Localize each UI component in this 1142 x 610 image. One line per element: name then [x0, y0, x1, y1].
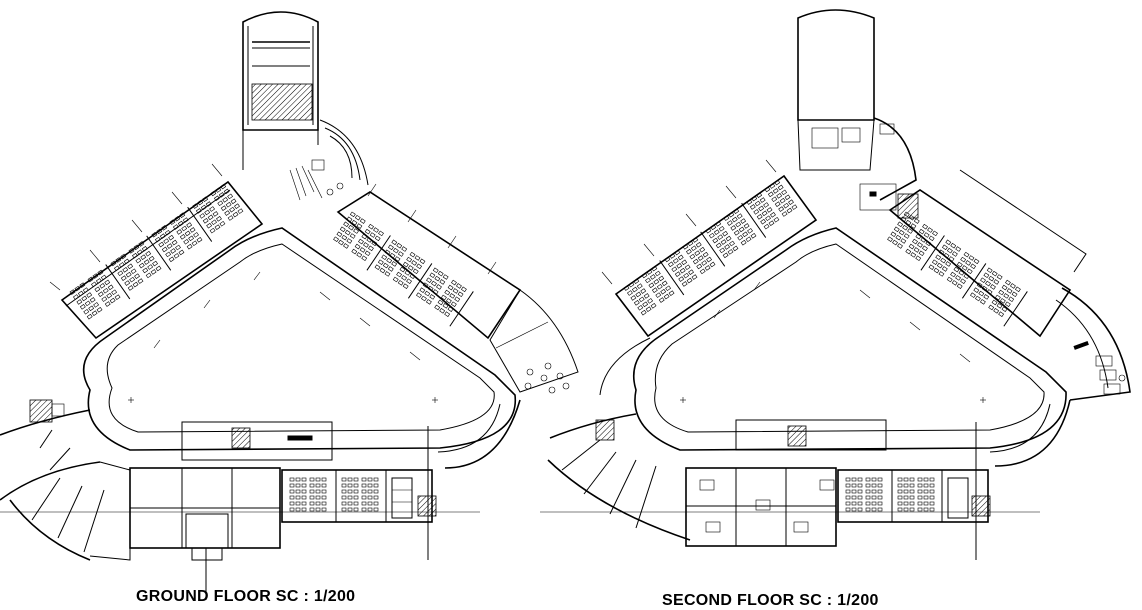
second-floor-title: SECOND FLOOR SC : 1/200: [662, 592, 879, 609]
auditorium: [242, 11, 319, 170]
left-curved-wing: [0, 399, 131, 561]
lobby: [289, 119, 369, 201]
second-courtyard-corridor: [599, 227, 1067, 451]
right-classroom-wing: [333, 183, 579, 394]
auditorium-seating: [251, 83, 313, 121]
second-left-classroom-wing: [601, 159, 818, 338]
right-curved-corridor: [437, 399, 521, 469]
lower-right-classrooms: [0, 426, 480, 560]
courtyard-corridor: [82, 227, 517, 451]
ground-floor-title: GROUND FLOOR SC : 1/200: [136, 588, 356, 605]
second-admin-block: [685, 419, 887, 547]
upper-void: [797, 9, 917, 211]
ground-floor-plan: [0, 11, 579, 600]
second-floor-plan: [540, 9, 1131, 560]
second-right-classroom-wing: [887, 169, 1131, 401]
admin-block: [129, 421, 333, 600]
left-classroom-wing: [49, 163, 264, 340]
second-left-curved-wing: [540, 413, 1040, 541]
second-lower-right-classrooms: [837, 399, 1071, 560]
